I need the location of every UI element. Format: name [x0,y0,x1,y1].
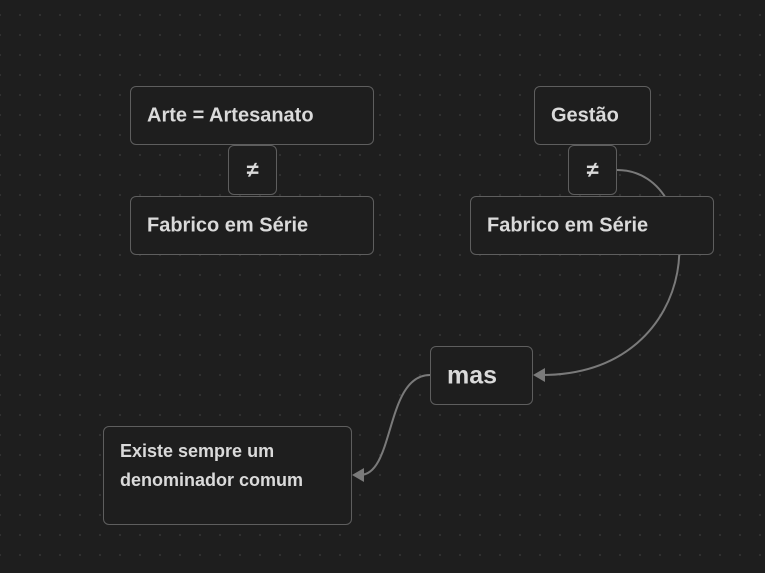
node-not-equal-2[interactable]: ≠ [568,145,617,195]
node-label: ≠ [586,157,599,182]
node-label: Arte = Artesanato [147,104,314,126]
node-label: Gestão [551,104,619,126]
edge-neq-to-mas[interactable] [540,169,681,376]
node-mas[interactable]: mas [430,346,533,405]
node-fabrico-1[interactable]: Fabrico em Série [130,196,374,255]
node-label: Existe sempre um denominador comum [120,441,304,490]
arrowhead-icon [352,468,364,482]
node-arte[interactable]: Arte = Artesanato [130,86,374,145]
arrowhead-icon [533,368,545,382]
node-label: Fabrico em Série [487,214,649,236]
node-existe[interactable]: Existe sempre um denominador comum [103,426,352,525]
edge-mas-to-existe[interactable] [359,374,431,476]
node-fabrico-2[interactable]: Fabrico em Série [470,196,714,255]
node-label: mas [447,361,498,389]
node-gestao[interactable]: Gestão [534,86,651,145]
node-not-equal-1[interactable]: ≠ [228,145,277,195]
node-label: Fabrico em Série [147,214,309,236]
node-label: ≠ [246,157,259,182]
